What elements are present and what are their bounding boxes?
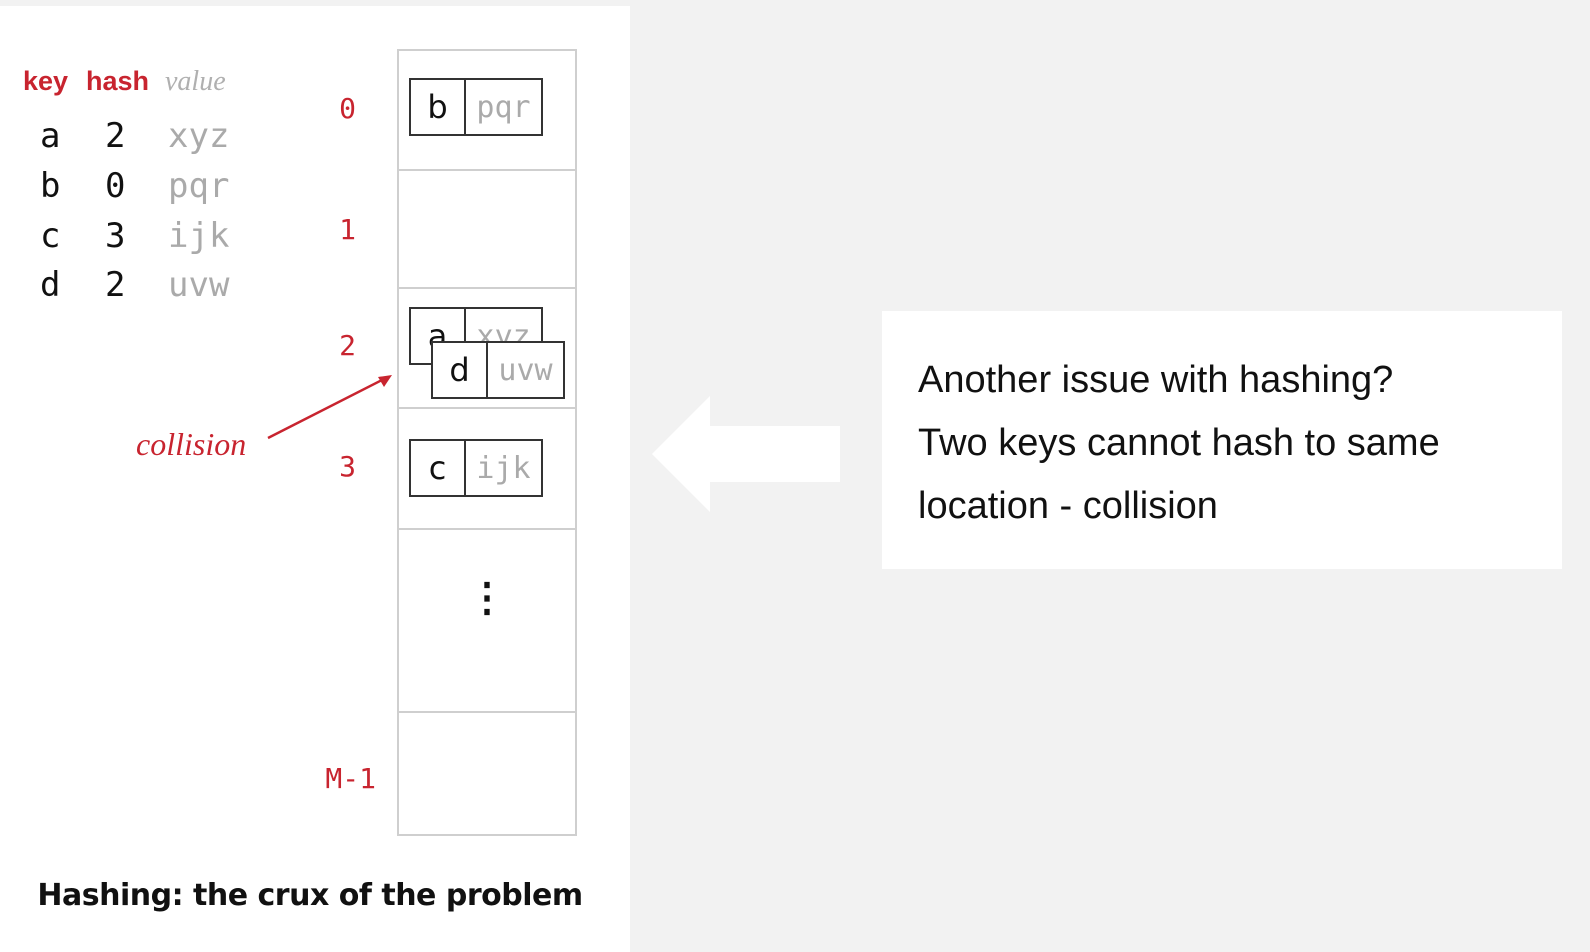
header-hash: hash	[86, 66, 150, 96]
row-key: b	[40, 166, 61, 206]
row-hash: 0	[105, 166, 126, 206]
diagram-caption: Hashing: the crux of the problem	[37, 878, 583, 913]
row-hash: 2	[105, 265, 126, 305]
array-index: M-1	[325, 762, 376, 795]
row-value: xyz	[168, 116, 230, 156]
node-d: d uvw	[431, 341, 565, 399]
array-slot-m-minus-1	[397, 711, 577, 836]
node-key: d	[433, 343, 488, 397]
node-value: pqr	[476, 89, 531, 125]
note-line: location - collision	[918, 485, 1218, 527]
row-key: d	[40, 265, 61, 305]
array-slot-ellipsis	[397, 528, 577, 713]
note-line: Two keys cannot hash to same	[918, 422, 1440, 464]
row-key: c	[40, 216, 61, 256]
node-key: c	[411, 441, 466, 495]
collision-label: collision	[136, 426, 247, 462]
node-value: ijk	[476, 450, 531, 486]
row-value: pqr	[168, 166, 230, 206]
row-value: uvw	[168, 265, 230, 305]
header-value: value	[165, 66, 226, 97]
left-arrow-icon	[652, 396, 840, 512]
row-hash: 3	[105, 216, 126, 256]
row-hash: 2	[105, 116, 126, 156]
collision-arrow-icon	[267, 375, 392, 440]
note-line: Another issue with hashing?	[918, 359, 1394, 401]
node-key: b	[411, 80, 466, 134]
diagram-panel: key hash value a 2 xyz b 0 pqr c 3 ijk d…	[0, 6, 630, 952]
row-value: ijk	[168, 216, 230, 256]
node-b: b pqr	[409, 78, 543, 136]
row-key: a	[40, 116, 61, 156]
array-index: 0	[339, 92, 356, 125]
header-key: key	[23, 66, 69, 96]
vertical-ellipsis: ⋮	[467, 576, 507, 620]
array-index: 1	[339, 213, 356, 246]
array-index: 3	[339, 450, 356, 483]
node-value: uvw	[498, 352, 553, 388]
array-index: 2	[339, 329, 356, 362]
array-slot-1	[397, 169, 577, 289]
note-box: Another issue with hashing? Two keys can…	[882, 311, 1562, 569]
node-c: c ijk	[409, 439, 543, 497]
